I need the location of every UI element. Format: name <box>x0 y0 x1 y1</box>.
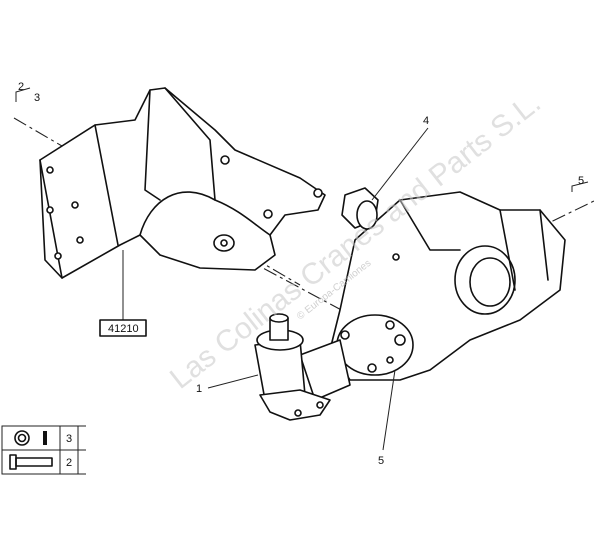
legend-ref-2: 2 <box>66 457 72 469</box>
washer-icon <box>14 430 47 446</box>
legend-table: 3 2 <box>1 425 86 475</box>
callout-2: 2 <box>18 81 24 93</box>
leader-5 <box>382 369 396 451</box>
bolt-icon <box>9 454 53 470</box>
leader-1 <box>207 374 259 389</box>
callout-1: 1 <box>196 383 202 395</box>
callout-5-top: 5 <box>578 175 584 187</box>
callout-4: 4 <box>423 115 429 127</box>
part-number-label: 41210 <box>108 323 139 335</box>
legend-ref-3: 3 <box>66 433 72 445</box>
callout-5-bottom: 5 <box>378 455 384 467</box>
callout-3: 3 <box>34 92 40 104</box>
ref-marker-2-3: 2 3 <box>15 81 40 104</box>
leader-4 <box>371 127 429 201</box>
mounting-bracket <box>39 87 326 279</box>
ref-marker-5-right: 5 <box>571 175 589 192</box>
part-number-box <box>99 319 147 337</box>
steering-gear <box>254 187 566 421</box>
